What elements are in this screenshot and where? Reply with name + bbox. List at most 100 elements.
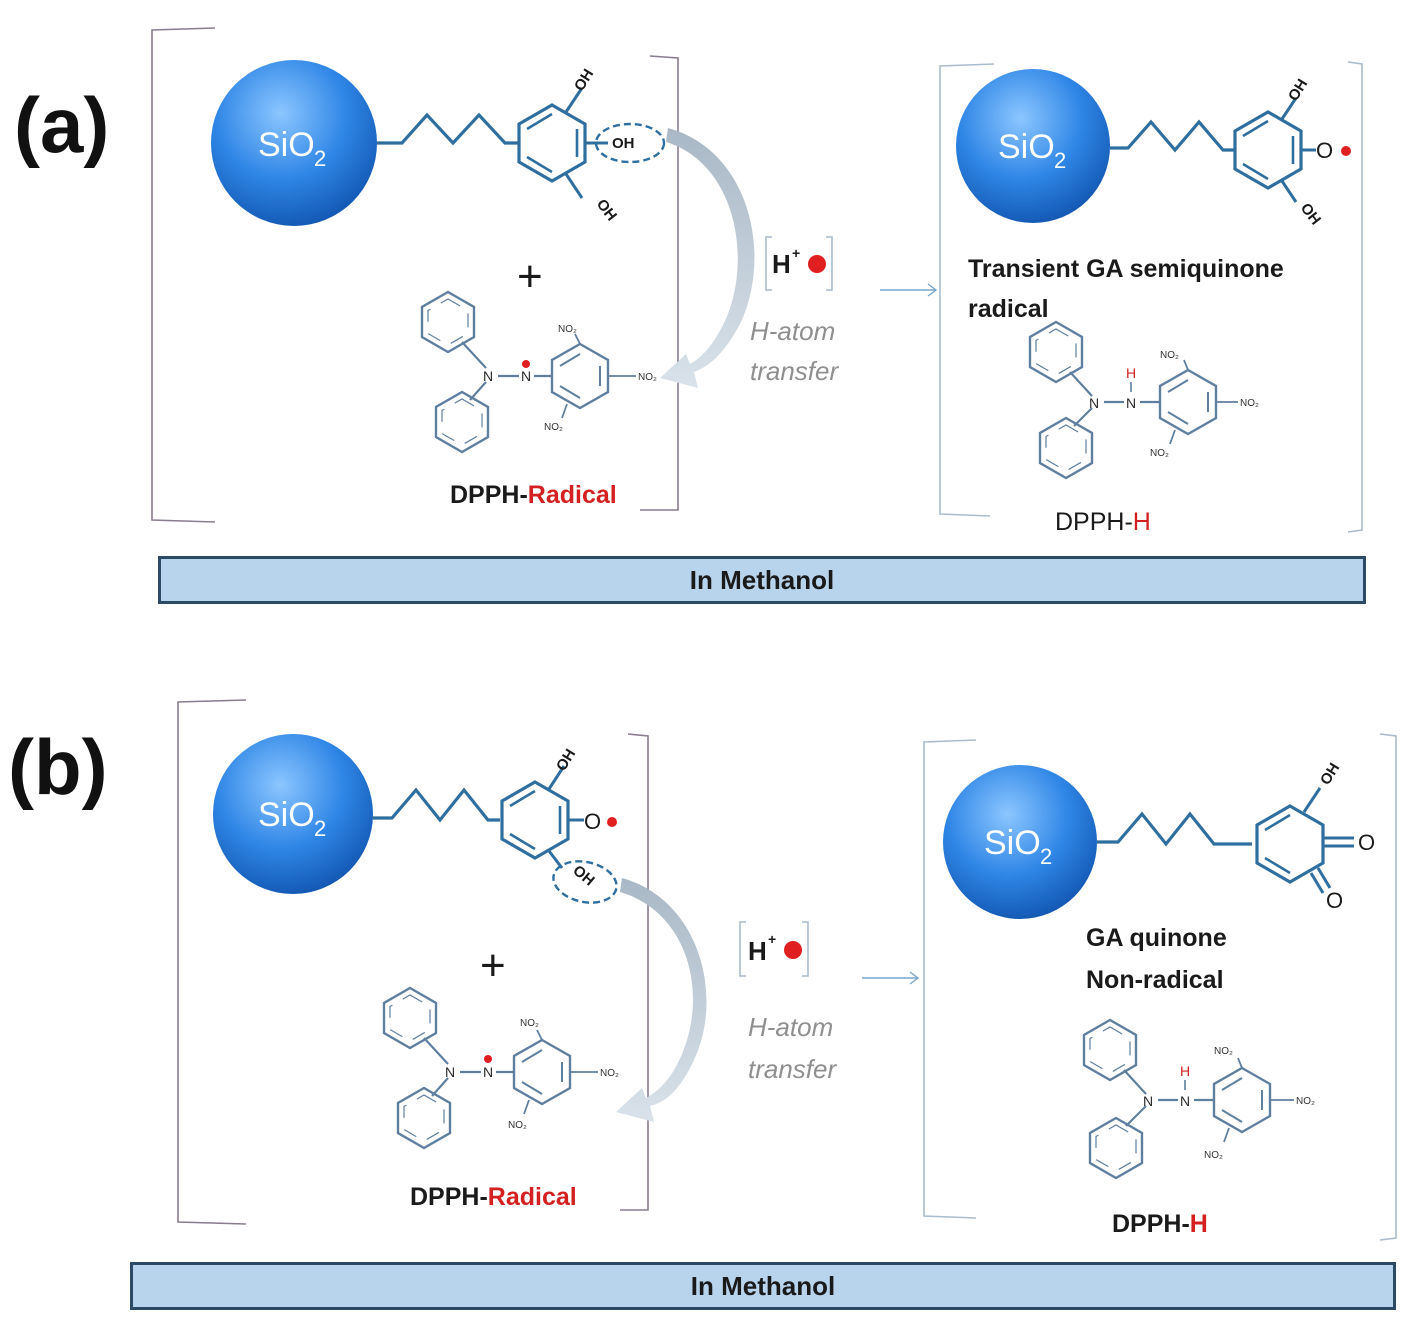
plus-sign: + <box>517 252 543 301</box>
nitro-top-label: NO₂ <box>1160 350 1179 361</box>
product-name-line1: Transient GA semiquinone <box>968 255 1284 283</box>
nitro-top-label: NO₂ <box>1214 1046 1233 1057</box>
panel-b-dpph-radical-name: DPPH-Radical <box>410 1183 577 1211</box>
panel-b-h-radical: H + <box>739 921 809 977</box>
panel-b-quinone-ring <box>1255 804 1325 884</box>
nitro-bottom-label: NO₂ <box>508 1120 527 1131</box>
dpph-n2-label: N <box>483 1064 493 1080</box>
nitro-right-label: NO₂ <box>1296 1096 1315 1107</box>
dpph-n1-label: N <box>1089 395 1099 411</box>
sio2-text: SiO <box>984 824 1041 862</box>
panel-b-right-bracket-close <box>1379 733 1397 1241</box>
panel-b-linker <box>372 787 500 823</box>
sio2-text: SiO <box>258 796 315 834</box>
product-name-line2: radical <box>968 295 1049 323</box>
dpph-n2-label: N <box>1180 1093 1190 1109</box>
dpph-n1-label: N <box>445 1064 455 1080</box>
dpph-n2-label: N <box>1126 395 1136 411</box>
panel-a-left-bracket-close <box>640 55 679 511</box>
panel-b-dpph-radical: N N NO₂ NO₂ NO₂ <box>382 986 619 1150</box>
nitro-top-label: NO₂ <box>520 1018 539 1029</box>
panel-b-product-sio2-particle: SiO 2 <box>943 765 1097 919</box>
radical-dot-icon <box>607 817 617 827</box>
oh-bottom-label: OH <box>1297 200 1324 228</box>
panel-a-product-linker <box>1110 119 1236 153</box>
radical-dot-icon <box>522 360 530 368</box>
nitro-right-label: NO₂ <box>600 1068 619 1079</box>
panel-a-h-radical: H + <box>765 236 833 291</box>
radical-dot-icon <box>784 941 802 959</box>
highlighted-oh-ellipse <box>594 122 666 164</box>
dpph-n2-label: N <box>521 368 531 384</box>
sio2-subscript: 2 <box>314 816 326 841</box>
panel-b-left-bracket <box>177 699 247 1225</box>
sio2-subscript: 2 <box>1054 148 1066 173</box>
nitro-right-label: NO₂ <box>638 372 657 383</box>
panel-a-sio2-particle: SiO 2 <box>211 60 377 226</box>
h-atom-transfer-line1: H-atom <box>750 316 835 346</box>
reaction-arrow-icon <box>880 283 938 297</box>
panel-a-product-ring <box>1233 110 1303 190</box>
sio2-text: SiO <box>258 126 315 164</box>
oh-top-label: OH <box>553 746 579 774</box>
panel-a-right-bracket-close <box>1347 61 1363 533</box>
dpph-h-label: H <box>1180 1063 1190 1079</box>
panel-b-product-linker <box>1097 811 1252 847</box>
o-middle-label: O <box>1358 830 1375 855</box>
o-bottom-label: O <box>1326 888 1343 913</box>
panel-a-right-bracket <box>939 63 995 517</box>
nitro-right-label: NO₂ <box>1240 398 1259 409</box>
plus-sign: + <box>480 941 506 990</box>
radical-dot-icon <box>484 1055 492 1063</box>
panel-b-gallate-ring <box>500 780 570 860</box>
nitro-top-label: NO₂ <box>558 324 577 335</box>
o-middle-label: O <box>1316 138 1333 163</box>
dpph-n1-label: N <box>483 368 493 384</box>
product-name-line2: Non-radical <box>1086 966 1224 994</box>
h-label: H <box>772 249 791 279</box>
panel-b-dpph-h-name: DPPH-H <box>1112 1210 1208 1238</box>
panel-a-linker <box>377 112 519 146</box>
panel-b-left-bracket-close <box>620 733 649 1211</box>
sio2-subscript: 2 <box>1040 844 1052 869</box>
radical-dot-icon <box>808 255 826 273</box>
panel-b-sio2-particle: SiO 2 <box>213 734 373 894</box>
h-charge-label: + <box>768 931 776 947</box>
panel-a-solvent-bar: In Methanol <box>158 556 1366 604</box>
dpph-n1-label: N <box>1143 1093 1153 1109</box>
h-charge-label: + <box>792 245 800 261</box>
panel-a-dpph-radical: N N NO₂ NO₂ NO₂ <box>420 290 657 454</box>
nitro-bottom-label: NO₂ <box>544 422 563 433</box>
panel-a-dpph-h: N N H NO₂ NO₂ NO₂ <box>1028 320 1259 480</box>
panel-a: SiO 2 OH OH OH + N N <box>151 27 1363 536</box>
panel-b: SiO 2 OH O OH + N N <box>177 699 1397 1241</box>
panel-a-dpph-h-name: DPPH-H <box>1055 508 1151 536</box>
h-label: H <box>748 936 767 966</box>
h-atom-transfer-line2: transfer <box>750 356 839 386</box>
panel-b-right-bracket <box>923 739 977 1219</box>
oh-top-label: OH <box>1285 76 1311 104</box>
o-middle-label: O <box>584 809 601 834</box>
panel-a-left-bracket <box>151 27 216 523</box>
panel-a-gallate-ring <box>517 103 587 183</box>
nitro-bottom-label: NO₂ <box>1204 1150 1223 1161</box>
radical-dot-icon <box>1341 146 1351 156</box>
curved-transfer-arrow-icon <box>616 878 707 1122</box>
panel-a-dpph-radical-name: DPPH-Radical <box>450 481 617 509</box>
panel-b-solvent-bar: In Methanol <box>130 1262 1396 1310</box>
oh-top-label: OH <box>1317 760 1343 788</box>
sio2-text: SiO <box>998 128 1055 166</box>
product-name-line1: GA quinone <box>1086 924 1227 952</box>
reaction-arrow-icon <box>862 971 920 985</box>
panel-b-dpph-h: N N H NO₂ NO₂ NO₂ <box>1082 1018 1315 1180</box>
dpph-h-label: H <box>1126 365 1136 381</box>
h-atom-transfer-line2: transfer <box>748 1054 837 1084</box>
oh-top-label: OH <box>571 66 597 94</box>
nitro-bottom-label: NO₂ <box>1150 448 1169 459</box>
h-atom-transfer-line1: H-atom <box>748 1012 833 1042</box>
curved-transfer-arrow-icon <box>660 128 755 388</box>
oh-bottom-label: OH <box>593 196 620 224</box>
oh-bottom-label: OH <box>569 862 597 889</box>
panel-a-label: (a) <box>14 81 110 169</box>
panel-b-label: (b) <box>8 723 108 811</box>
